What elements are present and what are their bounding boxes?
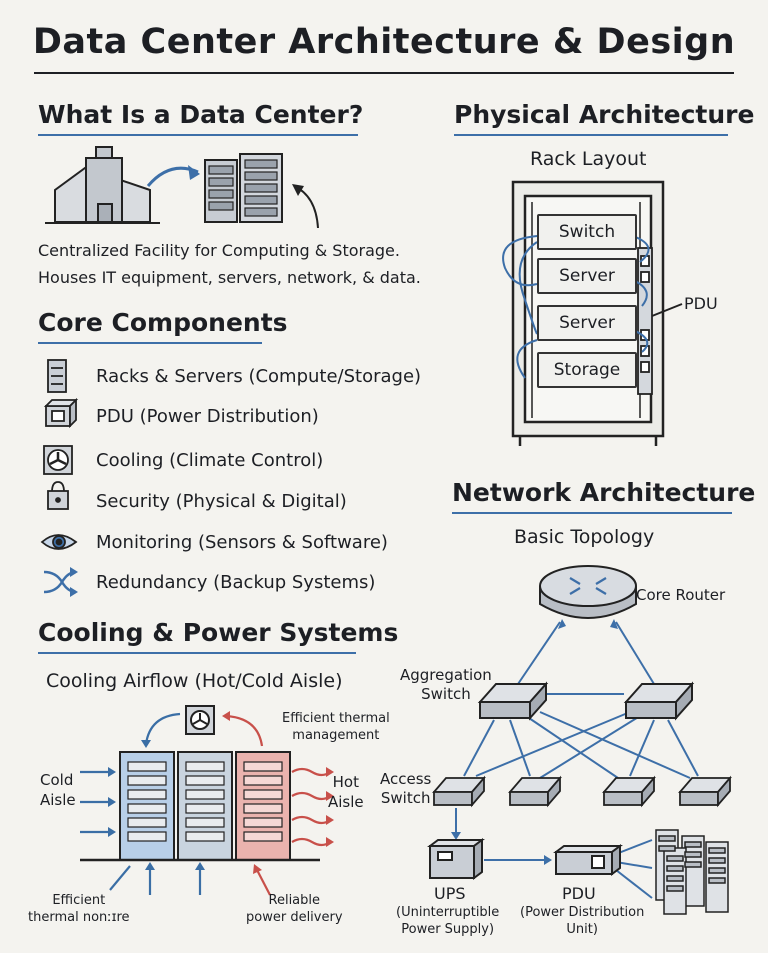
component-label: Security (Physical & Digital) xyxy=(96,490,347,512)
pdu-unit-label: PDU xyxy=(562,884,596,903)
core-icons xyxy=(40,359,79,597)
access-switch-label: Access Switch xyxy=(380,770,432,807)
physical-underline xyxy=(454,134,728,136)
component-pdu: PDU (Power Distribution) xyxy=(96,398,319,434)
component-label: Cooling (Climate Control) xyxy=(96,449,324,471)
pdu-strip-icon xyxy=(637,247,653,395)
what-is-line-2: Houses IT equipment, servers, network, &… xyxy=(38,268,421,287)
rack-slot-server: Server xyxy=(537,305,637,341)
pdu-unit-icon xyxy=(553,844,623,876)
pdu-pointer xyxy=(651,303,683,317)
rack-slot-switch: Switch xyxy=(537,214,637,250)
network-underline xyxy=(452,512,732,514)
core-router-icon xyxy=(539,565,637,619)
component-redundancy: Redundancy (Backup Systems) xyxy=(96,564,375,600)
component-racks: Racks & Servers (Compute/Storage) xyxy=(96,358,421,394)
ups-icon xyxy=(427,838,485,880)
cooling-diagram xyxy=(80,705,320,862)
ups-description: (Uninterruptible Power Supply) xyxy=(396,905,500,937)
component-label: Redundancy (Backup Systems) xyxy=(96,571,376,593)
topology-subtitle: Basic Topology xyxy=(514,526,655,548)
network-heading: Network Architecture xyxy=(452,478,756,507)
what-is-line-1: Centralized Facility for Computing & Sto… xyxy=(38,241,400,260)
component-label: Racks & Servers (Compute/Storage) xyxy=(96,365,422,387)
access-switch-icons xyxy=(432,775,732,808)
core-heading: Core Components xyxy=(38,308,288,337)
aggregation-switch-icons xyxy=(477,681,695,721)
rack-slot-server: Server xyxy=(537,258,637,294)
physical-heading: Physical Architecture xyxy=(454,100,755,129)
hot-aisle-label: Hot Aisle xyxy=(328,773,364,811)
rack-cables xyxy=(502,235,650,379)
network-links xyxy=(455,621,699,899)
rack-slot-storage: Storage xyxy=(537,352,637,388)
cooling-heading: Cooling & Power Systems xyxy=(38,618,399,647)
power-delivery-label: Reliable power delivery xyxy=(246,893,343,925)
component-monitoring: Monitoring (Sensors & Software) xyxy=(96,524,388,560)
what-is-heading: What Is a Data Center? xyxy=(38,100,364,129)
title-underline xyxy=(34,72,734,74)
pdu-label: PDU xyxy=(684,294,718,313)
server-icon xyxy=(204,153,283,223)
pdu-unit-description: (Power Distribution Unit) xyxy=(520,905,645,937)
aggregation-switch-label: Aggregation Switch xyxy=(400,666,492,703)
thermal-bottom-label: Efficient thermal nonːɪre xyxy=(28,893,130,925)
core-underline xyxy=(38,342,262,344)
network-arrowheads xyxy=(451,619,618,865)
building-icon xyxy=(45,146,160,224)
component-label: PDU (Power Distribution) xyxy=(96,405,319,427)
rack-layout-subtitle: Rack Layout xyxy=(530,148,647,170)
airflow-arrows xyxy=(80,711,334,896)
ups-label: UPS xyxy=(434,884,466,903)
cold-aisle-label: Cold Aisle xyxy=(40,771,76,809)
cooling-underline xyxy=(38,652,356,654)
server-stack-icon xyxy=(655,829,729,915)
component-label: Monitoring (Sensors & Software) xyxy=(96,531,388,553)
what-is-underline xyxy=(38,134,358,136)
cooling-subtitle: Cooling Airflow (Hot/Cold Aisle) xyxy=(46,670,343,692)
core-router-label: Core Router xyxy=(636,586,726,604)
page-title: Data Center Architecture & Design xyxy=(32,22,736,62)
component-security: Security (Physical & Digital) xyxy=(96,483,347,519)
component-cooling: Cooling (Climate Control) xyxy=(96,442,323,478)
thermal-management-label: Efficient thermal management xyxy=(282,711,390,743)
